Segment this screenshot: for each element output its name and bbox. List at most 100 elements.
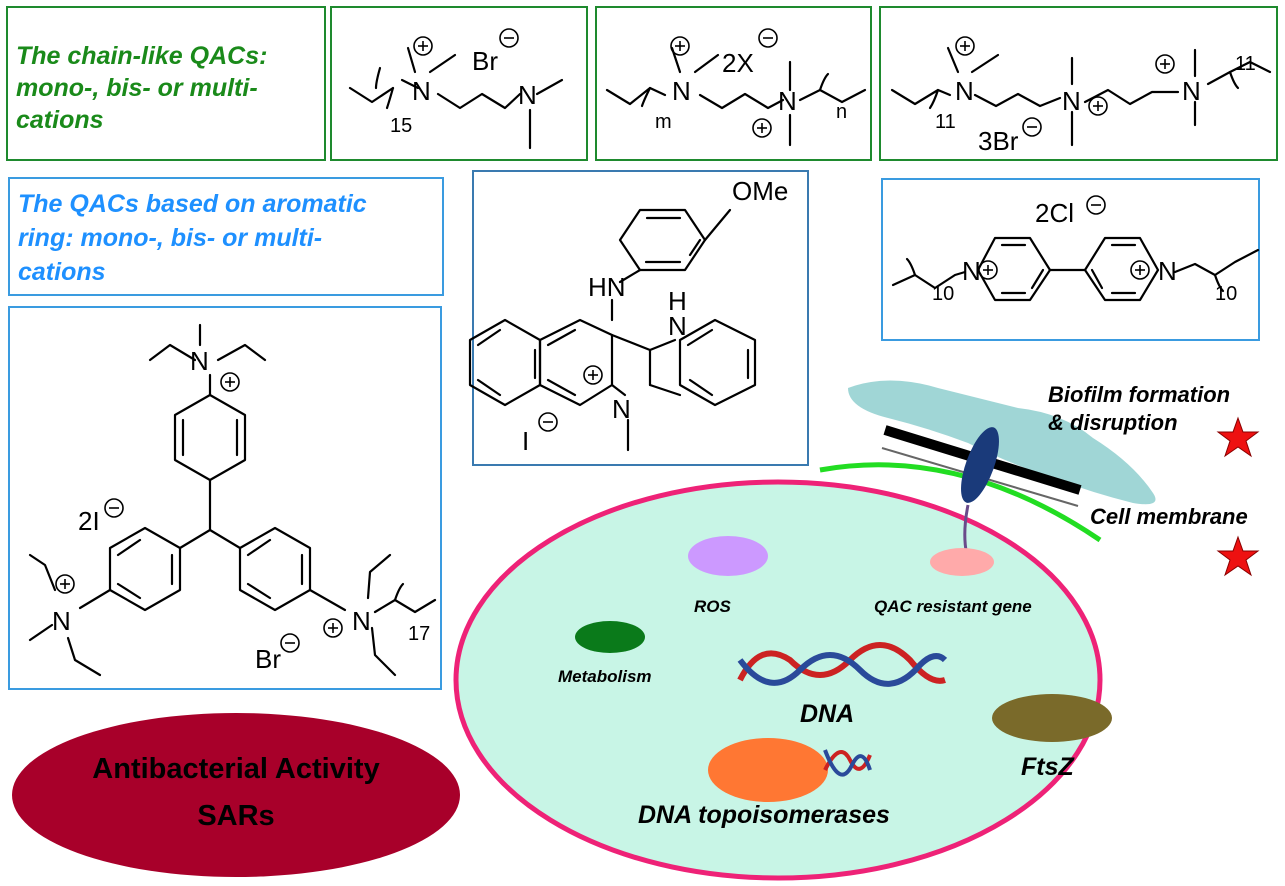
resistant-gene-blob [930,548,994,576]
sar-line-1: Antibacterial Activity [92,753,379,785]
s1-n1: N [412,76,431,106]
metabolism-label: Metabolism [558,667,652,686]
structure-1-bonds [348,46,564,150]
ros-label: ROS [694,597,732,616]
s5-n2: N [1158,256,1177,286]
dna-label: DNA [800,700,854,728]
s4-ome: OMe [732,176,788,206]
s1-subscript: 15 [390,115,412,137]
charge-plus [1155,54,1175,74]
s6-n-top: N [190,346,209,376]
s5-sub-1: 10 [932,283,954,305]
chain-qac-title-panel [6,6,326,161]
biofilm-label-line-1: Biofilm formation [1048,382,1230,407]
structure-panel-5 [881,178,1260,341]
star-icon [1216,416,1260,458]
s4-counterion: I [522,426,529,456]
s3-n1: N [955,76,974,106]
sar-ellipse [12,713,460,877]
biofilm-label-line-2: & disruption [1048,410,1178,435]
structure-2-bonds [605,46,867,147]
membrane-channel-protein [961,427,999,503]
cell-membrane-label: Cell membrane [1090,504,1248,529]
topo-label: DNA topoisomerases [638,801,890,829]
aromatic-qac-title-line-1: The QACs based on aromatic [18,190,367,218]
s5-counterion: 2Cl [1035,198,1074,228]
charge-minus [499,28,519,48]
chain-qac-title-line-1: The chain-like QACs: [16,42,268,70]
ros-blob [688,536,768,576]
structure-panel-3 [879,6,1278,161]
charge-minus [1086,195,1106,215]
s2-n2: N [778,86,797,116]
aromatic-qac-title: The QACs based on aromatic ring: mono-, … [18,187,438,289]
s3-sub-2: 11 [1235,53,1256,75]
s4-h: H [668,286,687,316]
s2-n1: N [672,76,691,106]
s6-n-left: N [52,606,71,636]
charge-plus [1088,96,1108,116]
charge-minus [104,498,124,518]
s6-counterion-2: Br [255,644,281,674]
s4-n-acridinium: N [612,394,631,424]
structure-panel-6 [8,306,442,690]
cell-diagram: Biofilm formation & disruption Cell memb… [453,380,1260,881]
charge-minus [538,412,558,432]
charge-plus [583,365,603,385]
metabolism-blob [575,621,645,653]
s6-subscript: 17 [408,623,430,645]
ftsz-label: FtsZ [1021,753,1076,781]
structure-4-bonds [468,208,757,452]
topo-blob [708,738,828,802]
biofilm-cloud [848,380,1156,505]
s4-hn: HN [588,272,626,302]
s3-sub-1: 11 [935,111,956,133]
ftsz-blob [992,694,1112,742]
s1-counterion: Br [472,46,498,76]
s3-n2: N [1062,86,1081,116]
charge-plus [1130,260,1150,280]
charge-symbols [55,28,1175,653]
aromatic-qac-title-panel [8,177,444,296]
structure-3-bonds [890,46,1272,147]
s1-n2: N [518,80,537,110]
s3-n3: N [1182,76,1201,106]
s2-sub-m: m [655,111,672,133]
charge-plus [955,36,975,56]
s2-counterion: 2X [722,48,754,78]
s3-counterion: 3Br [978,126,1019,156]
s5-n1: N [962,256,981,286]
cell-membrane-line [819,462,1102,543]
aromatic-qac-title-line-2: ring: mono-, bis- or multi- [18,224,323,252]
chain-qac-title-line-3: cations [16,106,104,134]
resistant-gene-label: QAC resistant gene [874,597,1032,616]
charge-minus [1022,117,1042,137]
sar-line-2: SARs [197,800,274,832]
s4-n-indole: N [668,311,687,341]
s2-sub-n: n [836,101,847,123]
chain-qac-title-line-2: mono-, bis- or multi- [16,74,258,102]
structure-panel-2 [595,6,872,161]
charge-plus [752,118,772,138]
charge-plus [413,36,433,56]
s5-sub-2: 10 [1215,283,1237,305]
aromatic-qac-title-line-3: cations [18,258,106,286]
charge-plus [323,618,343,638]
charge-plus [55,574,75,594]
charge-minus [280,633,300,653]
sar-badge: Antibacterial Activity SARs [12,713,460,877]
structure-5-bonds [891,236,1260,302]
s6-counterion-1: 2I [78,506,100,536]
star-icon [1216,535,1260,577]
structure-panel-1 [330,6,588,161]
charge-plus [220,372,240,392]
chain-qac-title: The chain-like QACs: mono-, bis- or mult… [16,40,316,136]
charge-plus [670,36,690,56]
charge-minus [758,28,778,48]
dna-helix-icon [737,642,948,777]
s6-n-right: N [352,606,371,636]
structure-panel-4 [472,170,809,466]
charge-plus [978,260,998,280]
structure-6-bonds [28,323,437,677]
